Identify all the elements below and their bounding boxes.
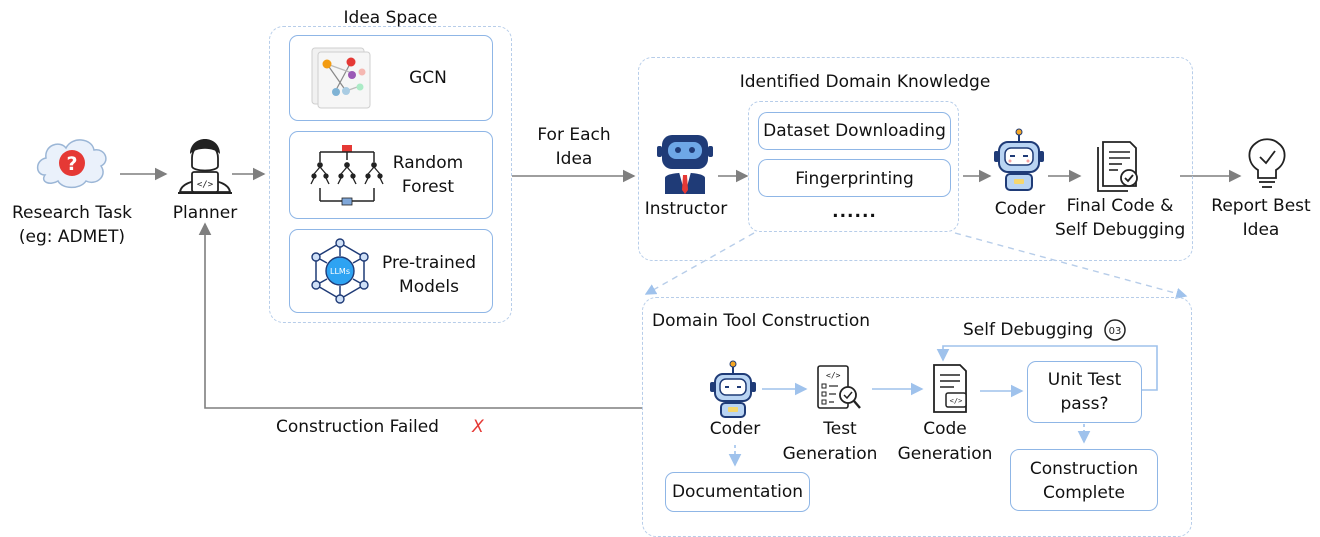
self-debugging-label: Self Debugging [963,320,1094,340]
unit-test-line1: Unit Test [1047,370,1122,390]
construction-failed-label: Construction Failed [276,417,439,437]
arrow-self-debug-loop [936,345,1158,391]
idea-pretrained-line1: Pre-trained [382,253,476,273]
unit-test-box[interactable] [1027,361,1142,423]
idea-space-title: Idea Space [343,8,438,28]
knowledge-container [638,57,1193,261]
knowledge-title: Identified Domain Knowledge [739,72,991,92]
knowledge-list-container [748,101,959,232]
final-code-line1: Final Code & [1066,196,1174,216]
research-task-example: (eg: ADMET) [18,227,126,247]
research-task-label: Research Task [11,203,133,223]
idea-random-forest-card[interactable] [289,131,493,219]
idea-gcn-label: GCN [409,68,447,88]
documentation-label: Documentation [671,482,804,502]
knowledge-item-dataset-label: Dataset Downloading [763,121,946,141]
for-each-label-line1: For Each [537,125,611,145]
zoom-line-right [954,232,1188,299]
idea-random-forest-line2: Forest [401,177,455,197]
idea-pretrained-line2: Models [399,277,459,297]
code-generation-line1: Code [923,419,967,439]
test-generation-line2: Generation [782,444,878,464]
knowledge-item-dataset-downloading[interactable] [758,112,951,150]
construction-complete-box[interactable] [1010,449,1158,511]
knowledge-more: ...... [832,202,877,222]
documentation-box[interactable] [665,472,810,512]
construction-complete-line1: Construction [1029,459,1139,479]
unit-test-line2: pass? [1060,394,1109,414]
idea-random-forest-line1: Random [392,153,464,173]
report-line2: Idea [1242,220,1280,240]
failed-x-mark: X [472,417,484,437]
tool-coder-label: Coder [709,419,761,439]
arrow-failed-loop [198,222,642,409]
zoom-line-left [644,232,755,295]
idea-space-container [269,26,512,323]
idea-gcn-card[interactable] [289,35,493,121]
planner-label: Planner [172,203,238,223]
test-generation-line1: Test [823,419,857,439]
code-generation-line2: Generation [897,444,993,464]
coder-label: Coder [994,199,1046,219]
knowledge-item-fingerprinting-label: Fingerprinting [795,169,914,189]
final-code-line2: Self Debugging [1055,220,1186,240]
knowledge-item-fingerprinting[interactable] [758,159,951,197]
for-each-label-line2: Idea [555,149,593,169]
report-line1: Report Best [1211,196,1311,216]
construction-complete-line2: Complete [1043,483,1125,503]
instructor-label: Instructor [644,199,728,219]
connectors [120,167,1242,467]
tool-construction-title: Domain Tool Construction [652,311,871,331]
